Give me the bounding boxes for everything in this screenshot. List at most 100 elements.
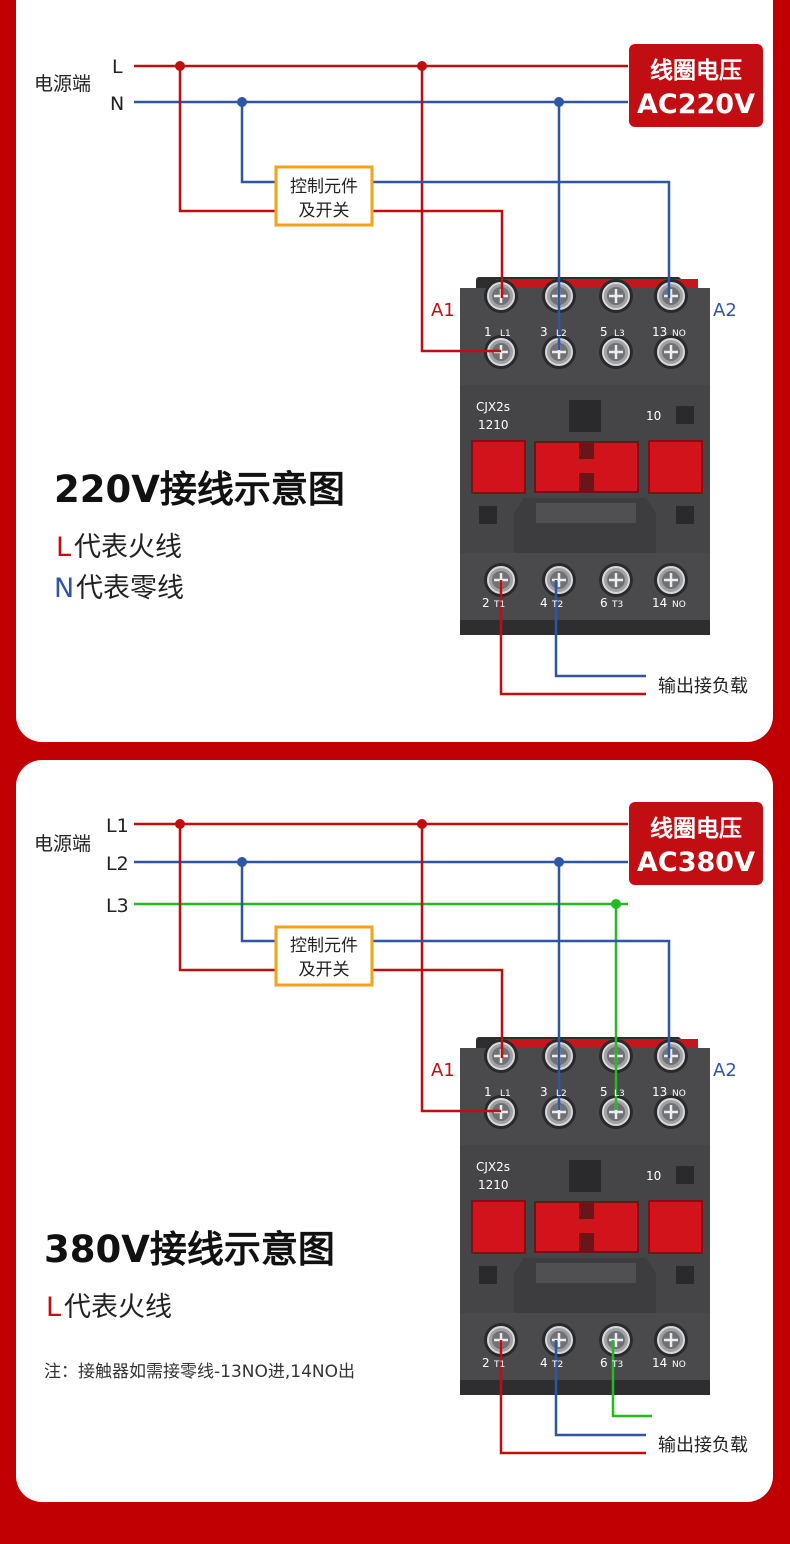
screw-top-2 <box>599 1095 633 1129</box>
terminal-labels-bottom: 2 T1 4 T2 6 T3 14 NO <box>482 1356 686 1370</box>
screw-top-1 <box>542 1095 576 1129</box>
terminal-2-label: T1 <box>493 1360 505 1370</box>
wire-control-to-a1 <box>372 968 504 1058</box>
coil-a2-label: A2 <box>713 300 737 321</box>
legend-text-l: 代表火线 <box>74 532 182 563</box>
control-box <box>274 165 374 227</box>
terminal-2-label: T1 <box>493 600 505 610</box>
coil-a1-label: A1 <box>431 1060 455 1081</box>
terminal-labels-top: 1 L1 3 L2 5 L3 13 NO <box>484 325 686 339</box>
terminal-4-label: T2 <box>551 600 563 610</box>
terminal-5-label: L3 <box>614 329 625 339</box>
screw-top-3 <box>654 1095 688 1129</box>
legend-key-l: L <box>56 532 71 563</box>
wire-output-t2 <box>554 580 646 678</box>
wire-control-to-a2 <box>372 939 671 1058</box>
terminal-5-label: L3 <box>614 1089 625 1099</box>
terminal-6-label: T3 <box>611 600 623 610</box>
contactor-model: CJX2s <box>476 1160 510 1174</box>
screw-top-coil-3 <box>654 279 688 313</box>
screw-bottom-1 <box>542 1323 576 1357</box>
source-label: 电源端 <box>34 833 91 855</box>
control-box <box>274 925 374 987</box>
terminal-1-label: L1 <box>500 1089 511 1099</box>
terminal-13-label: NO <box>672 329 686 339</box>
control-box-line1: 控制元件 <box>290 177 358 197</box>
screw-bottom-2 <box>599 563 633 597</box>
panel-380v: 控制元件 及开关 电源端 L1 L2 L3 线圈电压 AC380V A1 A2 … <box>16 760 773 1502</box>
terminal-1-number: 1 <box>484 1085 492 1099</box>
screw-top-1 <box>542 335 576 369</box>
terminal-4-label: T2 <box>551 1360 563 1370</box>
terminal-14-label: NO <box>672 1360 686 1370</box>
wire-control-to-a2 <box>372 180 671 298</box>
line-label-l: L <box>112 56 123 78</box>
screw-bottom-1 <box>542 563 576 597</box>
terminal-labels-bottom: 2 T1 4 T2 6 T3 14 NO <box>482 596 686 610</box>
terminal-3-label: L2 <box>556 1089 567 1099</box>
voltage-badge <box>629 802 763 885</box>
contactor-code: 1210 <box>478 1178 509 1192</box>
legend-key-n: N <box>54 573 74 604</box>
terminal-6-label: T3 <box>611 1360 623 1370</box>
wire-output-t3 <box>611 1340 652 1418</box>
line-label-n: N <box>110 93 124 115</box>
terminal-1-label: L1 <box>500 329 511 339</box>
screw-top-coil-2 <box>599 279 633 313</box>
legend-text-l: 代表火线 <box>64 1292 172 1323</box>
terminal-5-number: 5 <box>600 1085 608 1099</box>
badge-line2: AC220V <box>637 89 755 120</box>
junction-dots <box>175 61 564 107</box>
terminal-13-label: NO <box>672 1089 686 1099</box>
badge-line1: 线圈电压 <box>650 815 742 842</box>
coil-a2-label: A2 <box>713 1060 737 1081</box>
diagram-title: 220V接线示意图 <box>54 468 345 511</box>
wire-output-t1 <box>499 580 646 696</box>
screw-bottom-3 <box>654 563 688 597</box>
legend-text-n: 代表零线 <box>76 573 184 604</box>
terminal-13-number: 13 <box>652 1085 667 1099</box>
contactor-aux: 10 <box>646 409 661 423</box>
wire-l1-to-control <box>178 824 276 972</box>
contactor-aux: 10 <box>646 1169 661 1183</box>
source-label: 电源端 <box>34 73 91 95</box>
terminal-6-number: 6 <box>600 1356 608 1370</box>
wire-output-t1 <box>499 1340 646 1455</box>
output-label: 输出接负载 <box>658 1435 748 1456</box>
wire-control-to-a1 <box>372 209 504 298</box>
terminal-4-number: 4 <box>540 1356 548 1370</box>
contactor-model: CJX2s <box>476 400 510 414</box>
panel-220v: 控制元件 及开关 电源端 L N 线圈电压 AC220V A1 A2 1 L1 … <box>16 0 773 742</box>
note: 注：接触器如需接零线-13NO进,14NO出 <box>44 1362 355 1382</box>
terminal-14-number: 14 <box>652 596 667 610</box>
terminal-3-label: L2 <box>556 329 567 339</box>
wire-l1-to-terminal <box>420 824 501 1113</box>
control-box-line2: 及开关 <box>299 960 350 980</box>
terminal-2-number: 2 <box>482 596 490 610</box>
output-label: 输出接负载 <box>658 676 748 697</box>
wire-l2-to-control <box>240 862 276 943</box>
terminal-4-number: 4 <box>540 596 548 610</box>
control-box-line2: 及开关 <box>299 201 350 221</box>
control-box-line1: 控制元件 <box>290 936 358 956</box>
screw-top-3 <box>654 335 688 369</box>
voltage-badge <box>629 44 763 127</box>
line-label-l2: L2 <box>106 853 129 875</box>
terminal-13-number: 13 <box>652 325 667 339</box>
line-label-l3: L3 <box>106 895 129 917</box>
terminal-6-number: 6 <box>600 596 608 610</box>
diagram-220v: 控制元件 及开关 电源端 L N 线圈电压 AC220V A1 A2 1 L1 … <box>34 44 763 697</box>
terminal-3-number: 3 <box>540 325 548 339</box>
terminal-3-number: 3 <box>540 1085 548 1099</box>
terminal-14-label: NO <box>672 600 686 610</box>
screw-bottom-3 <box>654 1323 688 1357</box>
wire-l-to-l1 <box>420 66 501 353</box>
diagram-380v: 控制元件 及开关 电源端 L1 L2 L3 线圈电压 AC380V A1 A2 … <box>34 802 763 1456</box>
legend-key-l: L <box>46 1292 61 1323</box>
screw-bottom-2 <box>599 1323 633 1357</box>
wire-l-to-control <box>178 66 276 213</box>
terminal-1-number: 1 <box>484 325 492 339</box>
wire-n-to-control <box>240 102 276 184</box>
terminal-labels-top: 1 L1 3 L2 5 L3 13 NO <box>484 1085 686 1099</box>
terminal-2-number: 2 <box>482 1356 490 1370</box>
